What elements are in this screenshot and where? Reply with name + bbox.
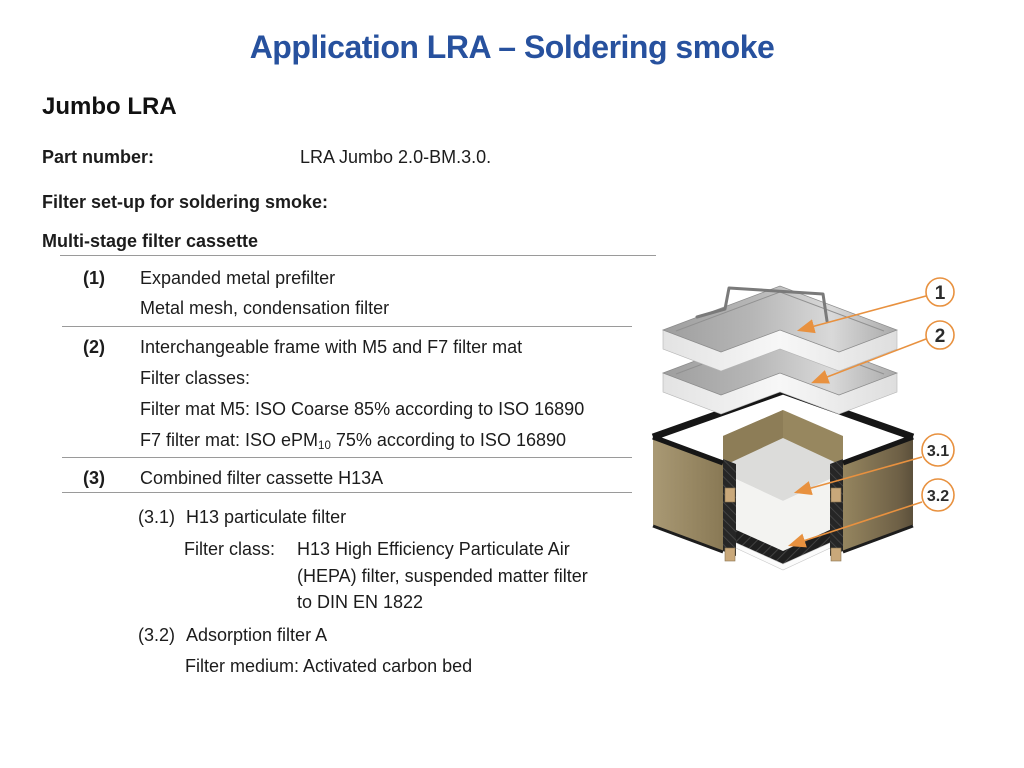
box-bottom-edge — [842, 524, 914, 554]
filter-class-value-3: to DIN EN 1822 — [297, 592, 424, 612]
leader-line-1 — [796, 295, 927, 334]
filter-cassette-diagram: 1 2 3.1 3.2 — [651, 277, 955, 571]
product-heading: Jumbo LRA — [42, 93, 177, 120]
filter-setup-label: Filter set-up for soldering smoke: — [42, 192, 329, 212]
row-2-line-4: F7 filter mat: ISO ePM10 75% according t… — [140, 430, 566, 452]
divider — [60, 255, 656, 256]
callout-2-label: 2 — [935, 326, 946, 347]
callout-3-2-label: 3.2 — [927, 488, 949, 505]
filter-class-value-2: (HEPA) filter, suspended matter filter — [297, 566, 588, 586]
filter-class-label: Filter class: — [184, 539, 276, 559]
row-2-line-3: Filter mat M5: ISO Coarse 85% according … — [140, 399, 585, 419]
row-31-title: H13 particulate filter — [186, 507, 347, 527]
leader-line-3-2 — [787, 501, 923, 548]
spacer-block — [830, 547, 842, 562]
row-32-number: (3.2) — [138, 625, 176, 645]
divider — [62, 326, 632, 327]
callout-3-2-circle — [921, 478, 955, 512]
row-1-number: (1) — [83, 268, 105, 288]
row-31-number: (3.1) — [138, 507, 176, 527]
divider — [62, 492, 632, 493]
row-2-number: (2) — [83, 337, 105, 357]
callout-1-circle — [925, 277, 955, 307]
row-1-line-1: Expanded metal prefilter — [140, 268, 336, 288]
hepa-filter-top — [723, 438, 843, 501]
callout-2-circle — [925, 320, 955, 350]
cassette-label: Multi-stage filter cassette — [42, 231, 259, 251]
part-number-value: LRA Jumbo 2.0-BM.3.0. — [300, 147, 492, 167]
callout-3-1-circle — [921, 433, 955, 467]
row-1-line-2: Metal mesh, condensation filter — [140, 298, 390, 318]
wall-cut-right — [830, 459, 843, 556]
slide-title: Application LRA – Soldering smoke — [249, 29, 775, 65]
callout-3-2: 3.2 — [921, 478, 955, 512]
box-wall-left — [653, 437, 723, 551]
prefilter-slab-top — [662, 285, 898, 353]
row-2-line-2: Filter classes: — [140, 368, 251, 388]
spacer-block — [830, 487, 842, 503]
filter-medium-line: Filter medium: Activated carbon bed — [185, 656, 473, 676]
cassette-box — [651, 387, 915, 571]
spacer-block — [724, 547, 736, 562]
callout-1-label: 1 — [935, 283, 946, 304]
carbon-bed — [723, 524, 843, 564]
divider — [62, 457, 632, 458]
prefilter-slab — [662, 285, 898, 372]
f7-suffix: 75% according to ISO 16890 — [330, 430, 566, 450]
box-rim — [652, 434, 724, 466]
leader-line-3-1 — [793, 456, 923, 496]
f7-subscript: 10 — [318, 440, 331, 452]
box-wall-right — [843, 437, 913, 551]
leader-line-2 — [811, 338, 927, 384]
callout-1: 1 — [925, 277, 955, 307]
row-2-line-1: Interchangeable frame with M5 and F7 fil… — [140, 337, 523, 357]
callout-3-1-label: 3.1 — [927, 443, 949, 460]
callout-3-1: 3.1 — [921, 433, 955, 467]
box-rim — [842, 434, 914, 466]
part-number-label: Part number: — [42, 147, 155, 167]
filter-class-value-1: H13 High Efficiency Particulate Air — [297, 539, 570, 559]
spacer-block — [724, 487, 736, 503]
row-32-title: Adsorption filter A — [186, 625, 328, 645]
f7-prefix: F7 filter mat: ISO ePM — [140, 430, 319, 450]
wall-cut-left — [723, 459, 736, 556]
box-bottom-edge — [652, 524, 724, 554]
hepa-filter-front — [723, 473, 843, 551]
handle-wire — [695, 286, 829, 323]
callout-2: 2 — [925, 320, 955, 350]
row-3-line-1: Combined filter cassette H13A — [140, 468, 384, 488]
row-3-number: (3) — [83, 468, 105, 488]
